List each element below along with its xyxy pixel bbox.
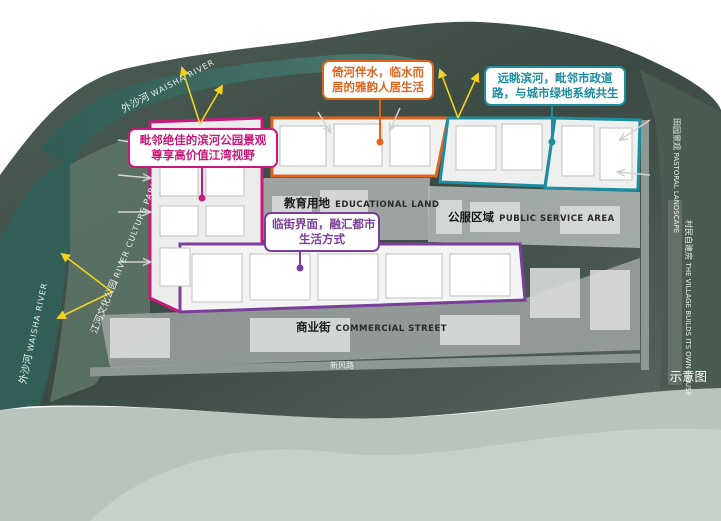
view-arrow-top-left: [179, 66, 201, 125]
callout-street-life-line2: 生活方式: [299, 232, 345, 246]
zone-educational-zh: 教育用地: [284, 196, 330, 210]
callout-water-living-line1: 倚河伴水，临水而: [332, 65, 424, 79]
right-pastoral-label: 田园景观 PASTORAL LANDSCAPE: [671, 118, 682, 233]
view-arrow-mid: [438, 68, 459, 119]
zone-commercial-label: 商业街 COMMERCIAL STREET: [296, 316, 447, 335]
callout-green-system-line1: 远眺滨河，毗邻市政道: [497, 71, 613, 85]
village-zh: 村民自建房: [684, 220, 693, 260]
right-pastoral-en: PASTORAL LANDSCAPE: [672, 152, 680, 234]
zone-commercial-en: COMMERCIAL STREET: [335, 324, 448, 334]
view-arrow-left: [60, 252, 113, 293]
zone-public-service-en: PUBLIC SERVICE AREA: [499, 214, 615, 224]
zone-public-service-label: 公服区域 PUBLIC SERVICE AREA: [448, 206, 615, 225]
callout-water-living-line2: 居的雅韵人居生活: [332, 80, 424, 94]
view-arrow-left-2: [56, 291, 113, 319]
callout-street-life-line1: 临街界面，融汇都市: [272, 217, 376, 231]
right-pastoral-zh: 田园景观: [672, 118, 681, 150]
zone-commercial-zh: 商业街: [296, 320, 331, 334]
callout-green-system-line2: 路，与城市绿地系统共生: [492, 86, 619, 100]
zone-public-service-zh: 公服区域: [448, 210, 494, 224]
zone-educational-en: EDUCATIONAL LAND: [335, 200, 440, 210]
view-arrow-top-left-2: [199, 84, 223, 125]
road-bottom: [89, 353, 641, 377]
callout-green-system: 远眺滨河，毗邻市政道 路，与城市绿地系统共生: [484, 66, 626, 106]
lower-ground-wave: [90, 428, 721, 521]
schematic-note: 示意图: [669, 369, 707, 384]
zone-educational-label: 教育用地 EDUCATIONAL LAND: [284, 192, 439, 211]
callout-river-park: 毗邻绝佳的滨河公园景观 尊享高价值江湾视野: [128, 128, 278, 168]
callout-river-park-line2: 尊享高价值江湾视野: [151, 148, 255, 162]
callout-water-living: 倚河伴水，临水而 居的雅韵人居生活: [322, 60, 434, 100]
road-bottom-label: 新风路: [330, 361, 354, 370]
view-arrow-mid-2: [457, 72, 480, 119]
callout-river-park-line1: 毗邻绝佳的滨河公园景观: [139, 133, 267, 147]
river-left: [0, 160, 100, 410]
callout-street-life: 临街界面，融汇都市 生活方式: [264, 212, 380, 252]
